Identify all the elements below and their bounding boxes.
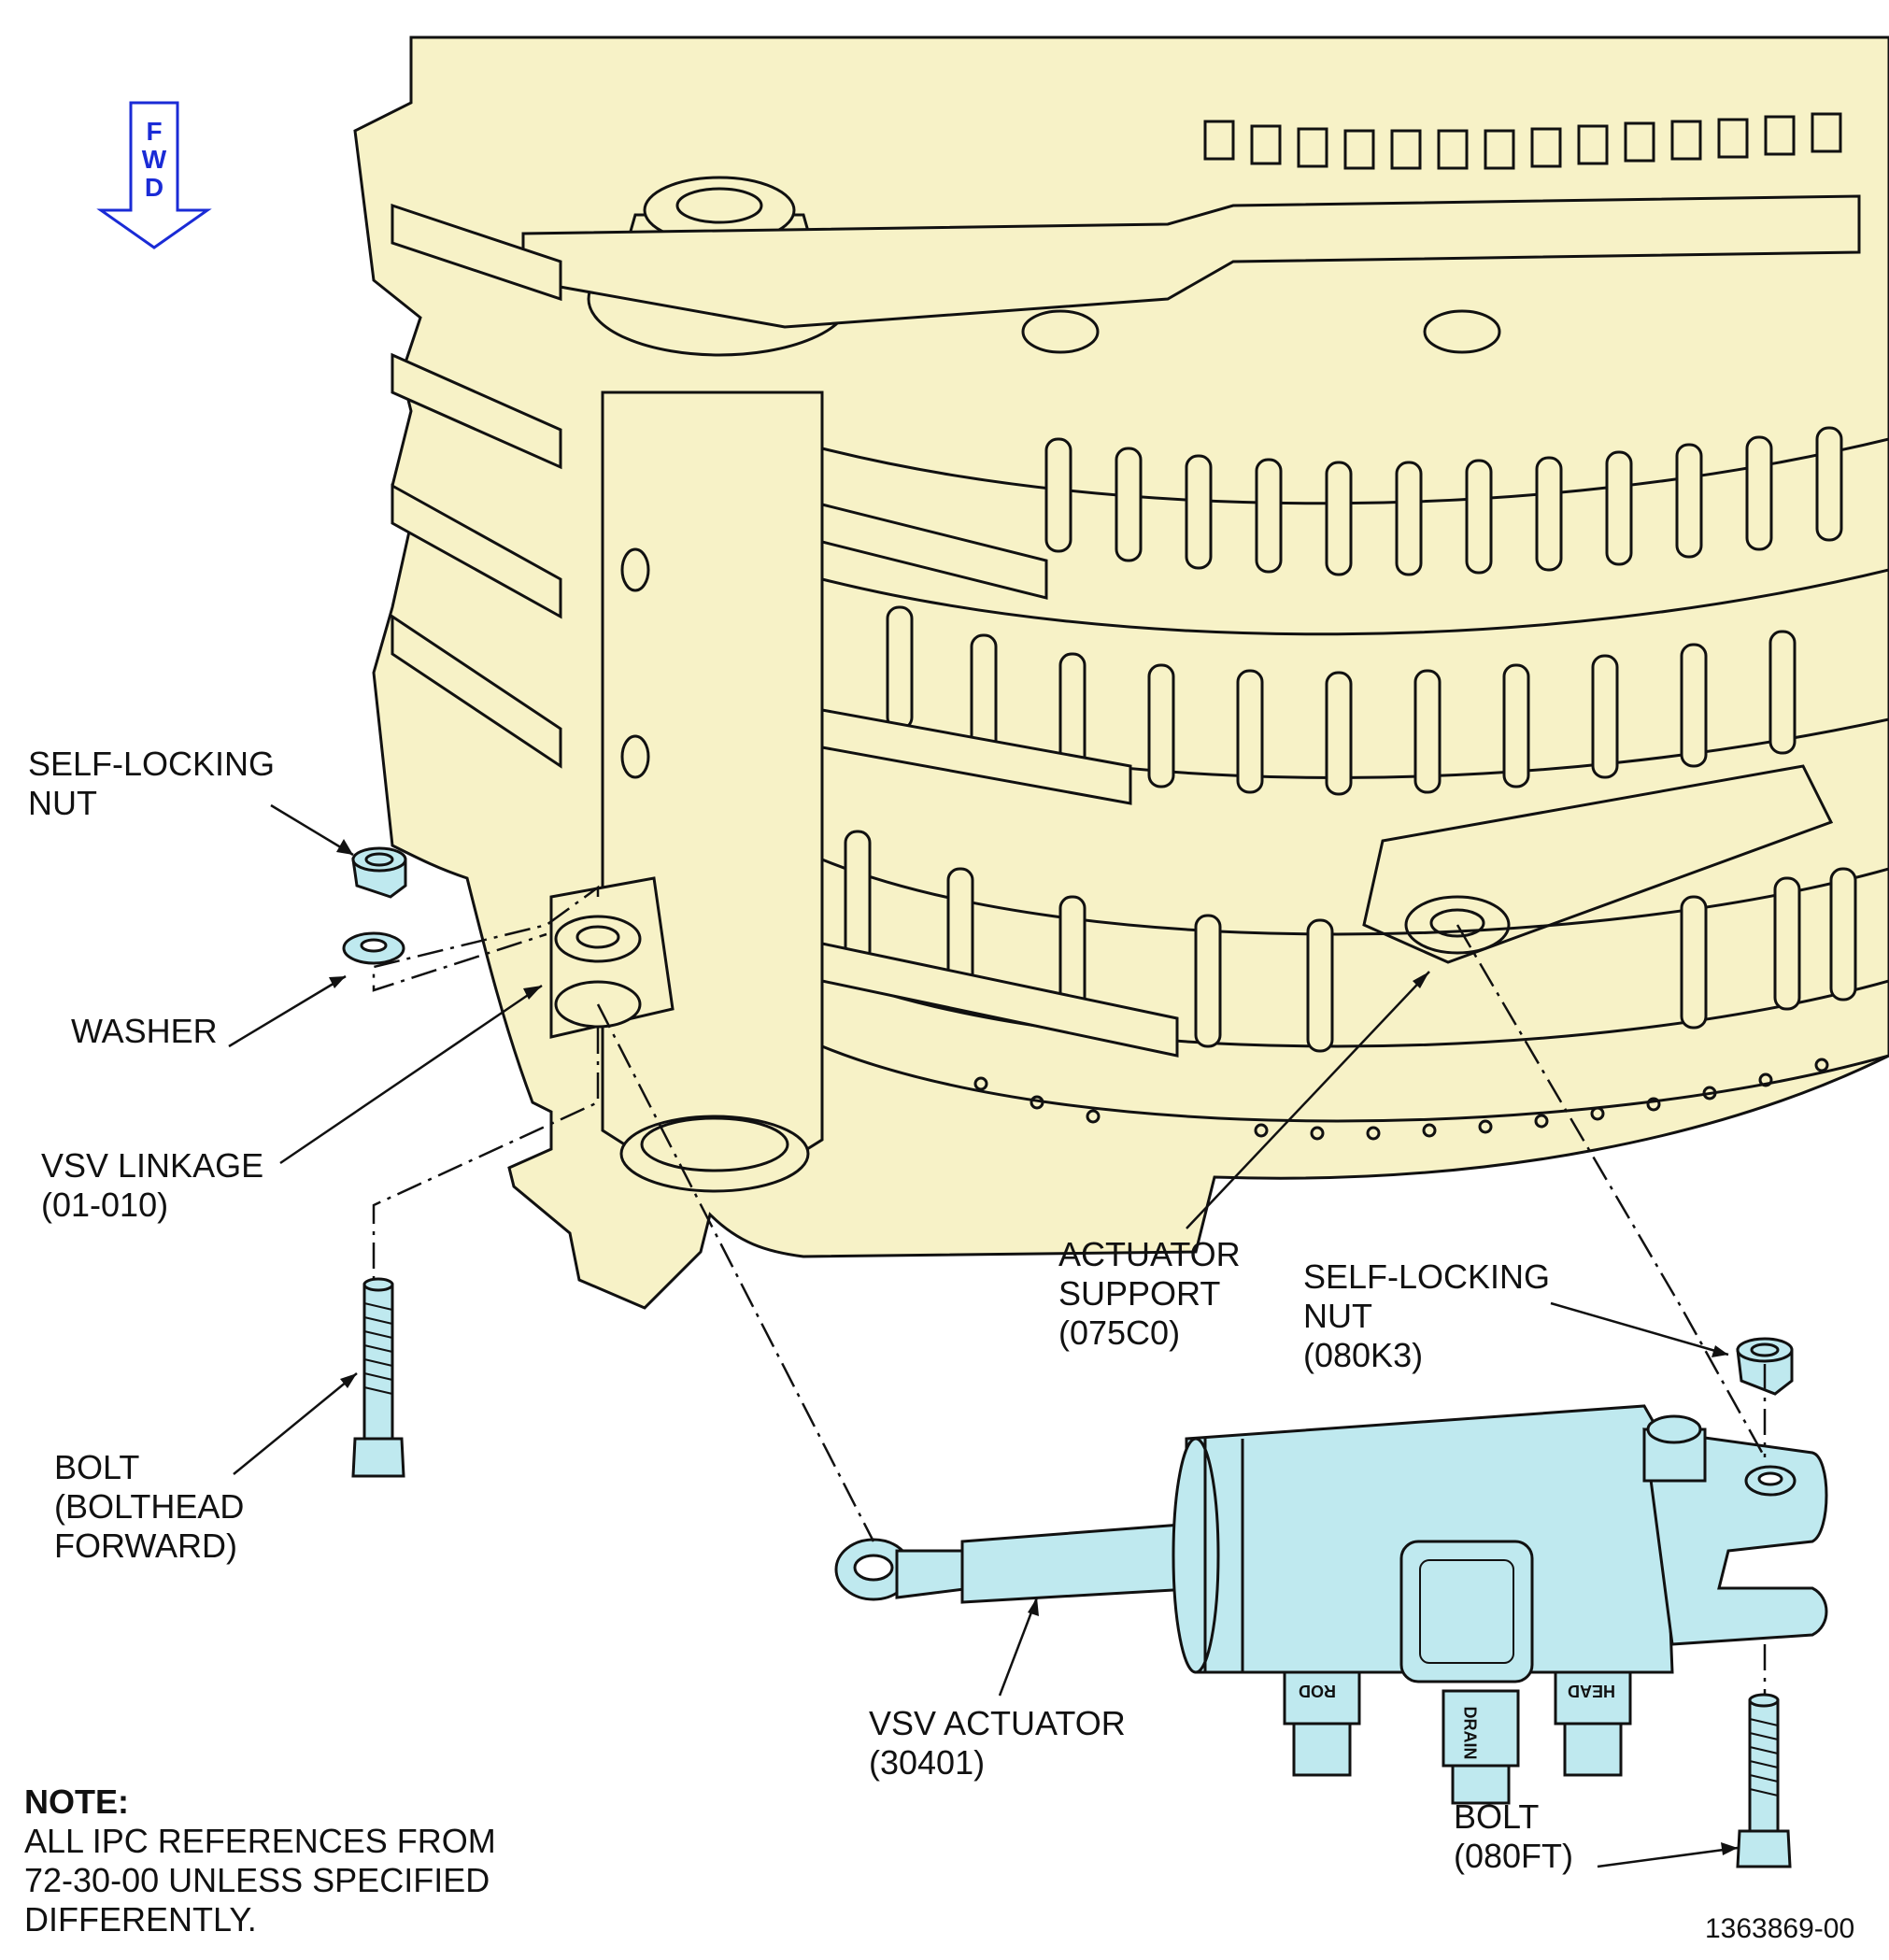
note-block: NOTE: ALL IPC REFERENCES FROM 72-30-00 U… — [24, 1782, 496, 1939]
actuator-marking-drain: DRAIN — [1460, 1706, 1480, 1760]
label-actuator-support: ACTUATOR SUPPORT (075C0) — [1058, 1235, 1241, 1352]
self-locking-nut-right-icon — [1736, 1337, 1794, 1396]
bolt-left-icon — [351, 1277, 405, 1478]
actuator-marking-rod: ROD — [1299, 1682, 1336, 1700]
vsv-actuator-icon — [834, 1404, 1828, 1805]
leader-arrowheads — [329, 839, 1738, 1855]
label-bolt-right: BOLT (080FT) — [1454, 1797, 1574, 1875]
bolt-right-icon — [1736, 1693, 1792, 1868]
actuator-marking-head: HEAD — [1568, 1682, 1616, 1700]
self-locking-nut-left-icon — [351, 846, 407, 899]
washer-icon — [342, 931, 405, 965]
label-washer: WASHER — [71, 1012, 218, 1050]
fwd-letter: F — [146, 117, 163, 146]
forward-arrow-icon — [96, 101, 212, 249]
note-line: ALL IPC REFERENCES FROM — [24, 1822, 496, 1860]
fwd-letter: W — [141, 145, 167, 174]
note-line: 72-30-00 UNLESS SPECIFIED — [24, 1861, 490, 1899]
label-self-locking-nut-left: SELF-LOCKING NUT — [28, 745, 276, 822]
note-heading: NOTE: — [24, 1782, 129, 1821]
label-bolt-left: BOLT (BOLTHEAD FORWARD) — [54, 1448, 245, 1565]
forward-direction-label: F W D — [135, 118, 173, 202]
right-hardware — [1736, 1337, 1794, 1868]
engine-compressor-case — [353, 36, 1889, 1310]
installation-center-lines — [372, 885, 1767, 1696]
label-vsv-actuator: VSV ACTUATOR (30401) — [869, 1704, 1126, 1782]
fwd-letter: D — [144, 173, 164, 202]
left-hardware — [342, 846, 407, 1478]
label-self-locking-nut-right: SELF-LOCKING NUT (080K3) — [1303, 1257, 1551, 1374]
note-line: DIFFERENTLY. — [24, 1900, 257, 1939]
label-vsv-linkage: VSV LINKAGE (01-010) — [41, 1146, 264, 1224]
figure-number: 1363869-00 — [1705, 1913, 1855, 1944]
